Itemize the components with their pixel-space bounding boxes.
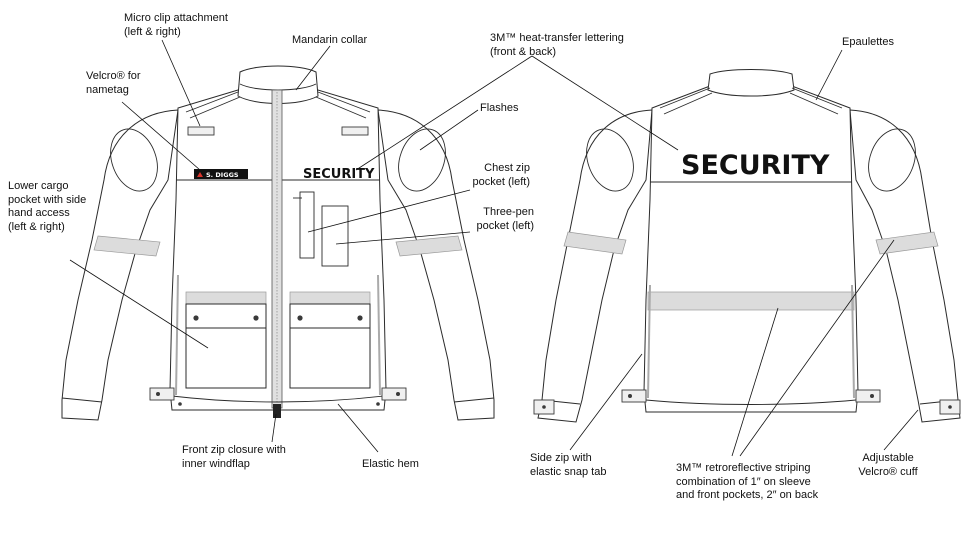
back-collar: [707, 69, 795, 97]
callout-mandarin-collar: Mandarin collar: [292, 34, 368, 46]
callout-micro-clip: Micro clip attachment (left & right): [124, 12, 228, 38]
callout-lower-cargo-pocket: Lower cargo pocket with side hand access…: [8, 180, 87, 233]
callout-elastic-hem: Elastic hem: [362, 458, 419, 470]
callout-flashes: Flashes: [480, 102, 519, 114]
back-reflective-stripe: [647, 291, 855, 311]
front-jacket-view: S. DIGGS SECURITY: [61, 65, 495, 421]
leader-lines: [69, 39, 919, 457]
front-right-cargo-pocket: [289, 291, 371, 389]
callout-chest-zip-pocket: Chest zip pocket (left): [472, 162, 530, 188]
back-right-sleeve: [849, 109, 961, 423]
nametag-text: S. DIGGS: [206, 171, 239, 179]
back-jacket-view: SECURITY: [533, 69, 961, 423]
back-left-sleeve: [537, 109, 653, 423]
front-right-sleeve: [377, 109, 495, 421]
nametag-patch: [194, 169, 248, 179]
callout-front-zip-closure: Front zip closure with inner windflap: [182, 444, 286, 470]
front-left-sleeve: [61, 109, 179, 421]
callout-heat-transfer-lettering: 3M™ heat-transfer lettering (front & bac…: [490, 32, 624, 58]
callout-side-zip: Side zip with elastic snap tab: [530, 452, 607, 478]
callout-retroreflective-striping: 3M™ retroreflective striping combination…: [676, 462, 819, 501]
back-security-lettering: SECURITY: [681, 150, 830, 181]
callout-velcro-nametag: Velcro® for nametag: [86, 70, 141, 96]
front-mandarin-collar: [237, 65, 319, 104]
front-left-cargo-pocket: [185, 291, 267, 389]
callout-adjustable-cuff: Adjustable Velcro® cuff: [858, 452, 918, 478]
callout-three-pen-pocket: Three-pen pocket (left): [476, 206, 534, 232]
front-security-lettering: SECURITY: [303, 167, 375, 182]
callout-epaulettes: Epaulettes: [842, 36, 894, 48]
back-body: [643, 85, 859, 413]
